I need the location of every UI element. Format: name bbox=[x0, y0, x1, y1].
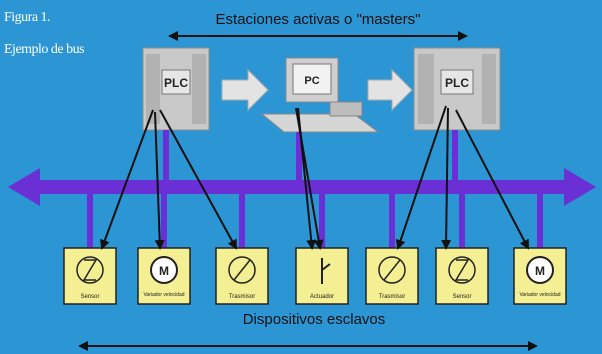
plc-left: PLC bbox=[142, 47, 210, 131]
motor-symbol: M bbox=[535, 264, 545, 278]
fieldbus bbox=[8, 168, 596, 206]
device-sensor-2: Sensor bbox=[435, 247, 489, 305]
device-speed-drive-1: M Variador velocidad bbox=[137, 247, 191, 305]
plc-right: PLC bbox=[413, 47, 501, 131]
device-label: Sensor bbox=[452, 294, 471, 300]
device-label: Variador velocidad bbox=[519, 292, 560, 298]
device-actuator: Actuador bbox=[295, 247, 349, 305]
master-to-device-links bbox=[100, 105, 529, 250]
pc-station: PC bbox=[260, 57, 380, 133]
device-drop-lines bbox=[87, 194, 543, 248]
bottom-label: Dispositivos esclavos bbox=[243, 311, 386, 328]
device-speed-drive-2: M Variador velocidad bbox=[513, 247, 567, 305]
transfer-arrow-left bbox=[221, 68, 269, 112]
device-label: Sensor bbox=[80, 294, 99, 300]
figure-caption-number: Figura 1. bbox=[4, 10, 51, 25]
motor-symbol: M bbox=[159, 264, 169, 278]
device-transmitter-2: Trasmisor bbox=[365, 247, 419, 305]
device-label: Trasmisor bbox=[229, 294, 255, 300]
figure-caption-title: Ejemplo de bus bbox=[4, 42, 85, 57]
device-label: Trasmisor bbox=[379, 294, 405, 300]
plc-left-label: PLC bbox=[164, 76, 188, 90]
transfer-arrow-right bbox=[367, 68, 413, 112]
pc-label: PC bbox=[304, 75, 319, 87]
plc-right-label: PLC bbox=[445, 76, 469, 90]
device-transmitter-1: Trasmisor bbox=[215, 247, 269, 305]
device-label: Actuador bbox=[310, 294, 334, 300]
top-label: Estaciones activas o "masters" bbox=[216, 11, 421, 28]
device-sensor-1: Sensor bbox=[63, 247, 117, 305]
device-label: Variador velocidad bbox=[143, 292, 184, 298]
